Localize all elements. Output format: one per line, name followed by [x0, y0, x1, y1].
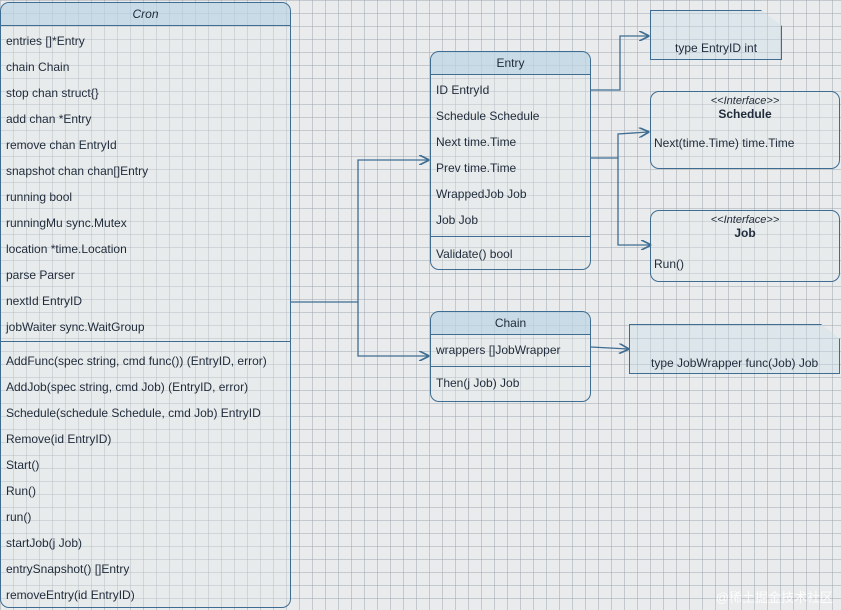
chain-field: wrappers []JobWrapper — [436, 343, 561, 357]
chain-to-jobwrapper-connector — [590, 347, 628, 349]
cron-method: Start() — [6, 458, 40, 472]
cron-method: AddFunc(spec string, cmd func()) (EntryI… — [6, 354, 267, 368]
cron-method: entrySnapshot() []Entry — [6, 562, 130, 576]
cron-field: location *time.Location — [6, 242, 127, 256]
entry-class-title: Entry — [431, 52, 590, 75]
cron-field: runningMu sync.Mutex — [6, 216, 127, 230]
job-interface-name: Job — [734, 226, 756, 240]
chain-class[interactable]: Chain wrappers []JobWrapper Then(j Job) … — [430, 311, 591, 402]
schedule-interface[interactable]: <<Interface>> Schedule Next(time.Time) t… — [650, 91, 840, 169]
entry-to-job-connector — [617, 158, 650, 245]
cron-field: chain Chain — [6, 60, 70, 74]
cron-field: add chan *Entry — [6, 112, 92, 126]
cron-field: snapshot chan chan[]Entry — [6, 164, 149, 178]
watermark: @稀土掘金技术社区 — [715, 590, 833, 605]
cron-method: Schedule(schedule Schedule, cmd Job) Ent… — [6, 406, 261, 420]
entryid-type-note[interactable]: type EntryID int — [650, 10, 782, 60]
entry-to-schedule-connector — [591, 132, 648, 159]
cron-field: entries []*Entry — [6, 34, 85, 48]
chain-divider — [431, 366, 590, 367]
entry-field: Prev time.Time — [436, 161, 517, 175]
entry-method: Validate() bool — [436, 247, 513, 261]
cron-method: Remove(id EntryID) — [6, 432, 112, 446]
chain-class-title: Chain — [431, 312, 590, 335]
cron-to-entry-connector — [290, 160, 428, 303]
cron-method: run() — [6, 510, 32, 524]
schedule-method: Next(time.Time) time.Time — [654, 136, 795, 150]
jobwrapper-type-note[interactable]: type JobWrapper func(Job) Job — [629, 324, 840, 374]
entry-field: Job Job — [436, 213, 479, 227]
entry-field: Schedule Schedule — [436, 109, 540, 123]
entry-divider — [431, 236, 590, 237]
cron-field: parse Parser — [6, 268, 75, 282]
cron-field: stop chan struct{} — [6, 86, 99, 100]
cron-method: removeEntry(id EntryID) — [6, 588, 135, 602]
cron-field: running bool — [6, 190, 73, 204]
entry-to-entryid-connector — [591, 36, 648, 91]
cron-method: startJob(j Job) — [6, 536, 83, 550]
cron-class-title: Cron — [1, 3, 290, 26]
entry-field: ID EntryId — [436, 83, 490, 97]
entry-class[interactable]: Entry ID EntryId Schedule Schedule Next … — [430, 51, 591, 270]
cron-class[interactable]: Cron entries []*Entry chain Chain stop c… — [0, 2, 291, 608]
cron-field: nextId EntryID — [6, 294, 83, 308]
job-method: Run() — [654, 257, 685, 271]
cron-field: jobWaiter sync.WaitGroup — [6, 320, 145, 334]
jobwrapper-type-note-text: type JobWrapper func(Job) Job — [651, 356, 819, 370]
cron-method: Run() — [6, 484, 37, 498]
cron-to-chain-connector — [357, 302, 428, 356]
entry-field: Next time.Time — [436, 135, 517, 149]
schedule-interface-name: Schedule — [718, 107, 772, 121]
cron-divider — [1, 341, 290, 342]
entryid-type-note-text: type EntryID int — [675, 41, 758, 55]
chain-method: Then(j Job) Job — [436, 376, 520, 390]
job-stereotype: <<Interface>> — [710, 214, 780, 226]
entry-field: WrappedJob Job — [436, 187, 527, 201]
schedule-stereotype: <<Interface>> — [710, 95, 780, 107]
cron-field: remove chan EntryId — [6, 138, 117, 152]
job-interface[interactable]: <<Interface>> Job Run() — [650, 210, 840, 282]
cron-method: AddJob(spec string, cmd Job) (EntryID, e… — [6, 380, 249, 394]
